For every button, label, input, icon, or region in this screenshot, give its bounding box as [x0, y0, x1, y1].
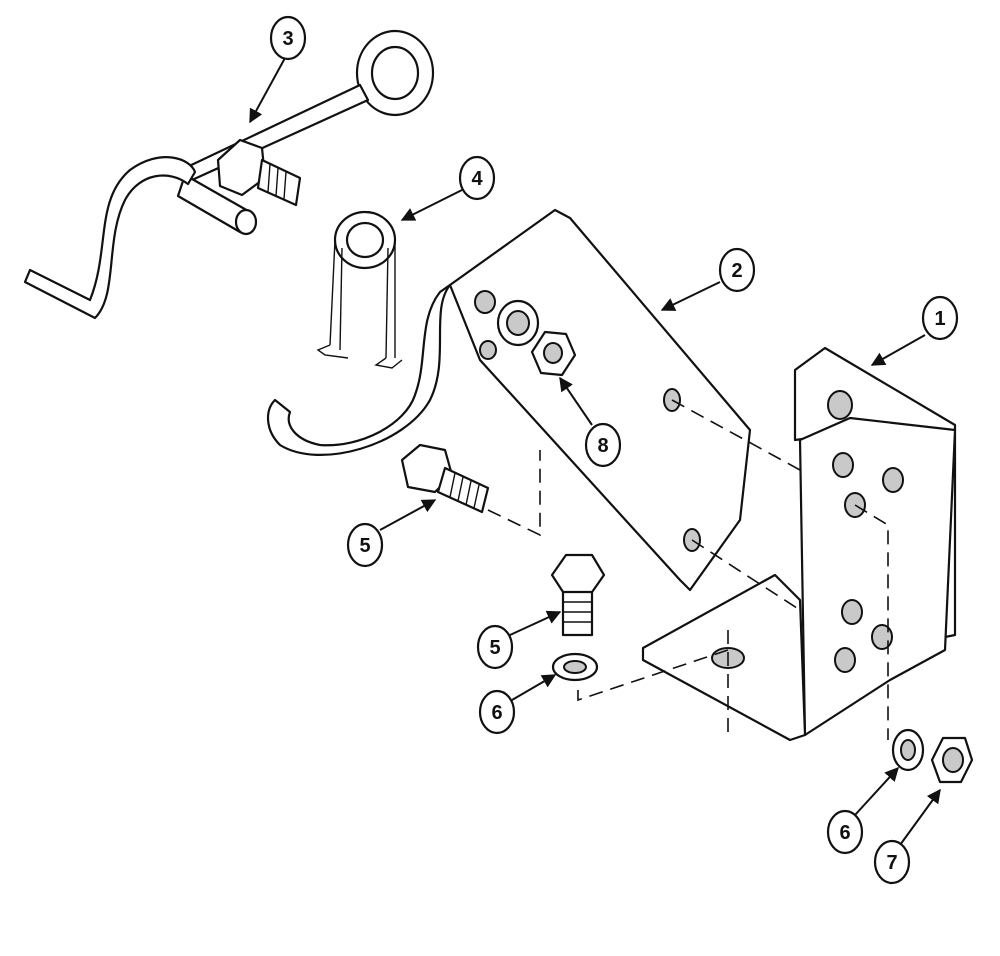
callout-bubble-5-upper	[346, 522, 384, 568]
callout-label-7: 7	[886, 852, 897, 874]
callout-label-8: 8	[597, 435, 608, 457]
bolt-part-5-upper	[400, 443, 490, 514]
bolt-part-5-lower	[550, 553, 606, 637]
callout-bubble-8	[584, 422, 622, 468]
washer-part-6-left	[551, 652, 599, 682]
leader-line-7	[899, 788, 941, 846]
callout-label-4: 4	[471, 168, 483, 190]
bracket-part-1	[641, 346, 957, 742]
callout-label-2: 2	[731, 260, 742, 282]
hook-arm	[267, 283, 452, 456]
leader-line-2	[660, 281, 721, 311]
callout-label-1: 1	[934, 308, 945, 330]
callout-bubble-3	[269, 15, 307, 61]
plate-part-2	[448, 208, 752, 592]
callout-bubble-7	[873, 839, 911, 885]
callout-bubble-6-left	[478, 689, 516, 735]
leader-line-5-lower	[509, 610, 562, 636]
callout-bubble-4	[458, 155, 496, 201]
lever-rod-part-3	[23, 29, 435, 320]
callout-label-3: 3	[282, 28, 293, 50]
callout-bubble-2	[718, 247, 756, 293]
washer-part-6-right	[891, 728, 925, 772]
nut-part-8	[530, 330, 577, 377]
leader-line-1	[870, 334, 926, 366]
callouts: 1 2 3 4 8 5 5 6 6 7	[249, 15, 959, 885]
spring-part-4	[316, 210, 403, 369]
callout-bubble-5-lower	[476, 624, 514, 670]
leader-line-3	[249, 57, 286, 124]
leader-line-6-left	[511, 674, 557, 701]
leader-line-8	[559, 376, 593, 426]
leader-line-5-upper	[379, 499, 437, 531]
nut-part-7	[930, 736, 974, 784]
leader-line-4	[400, 189, 463, 221]
callout-label-6-left: 6	[491, 702, 502, 724]
assembly-lines	[487, 399, 889, 740]
callout-bubble-6-right	[826, 809, 864, 855]
callout-label-5-upper: 5	[359, 535, 370, 557]
callout-label-5-lower: 5	[489, 637, 500, 659]
leader-line-6-right	[854, 766, 899, 816]
callout-label-6-right: 6	[839, 822, 850, 844]
callout-bubble-1	[921, 295, 959, 341]
